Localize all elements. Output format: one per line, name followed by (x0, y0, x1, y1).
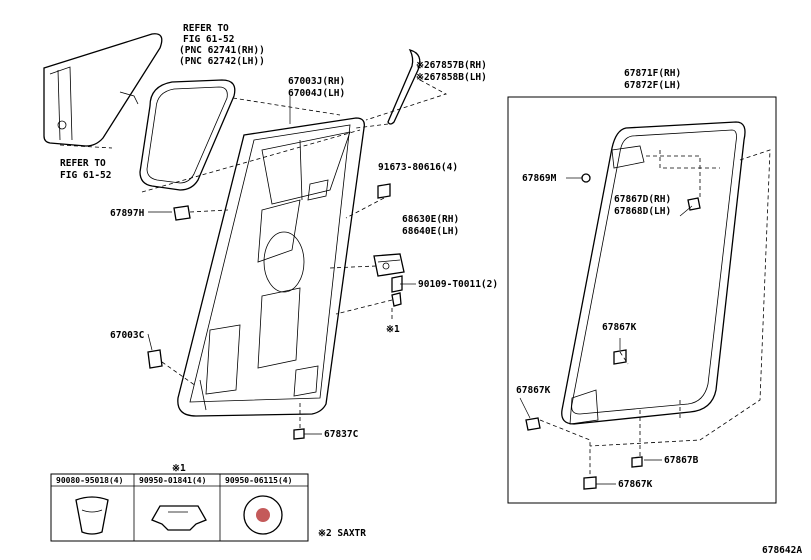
back-door-panel (177, 117, 365, 417)
label-weather-lh: 67872F(LH) (624, 80, 681, 91)
refer-top-line2: FIG 61-52 (183, 34, 234, 45)
table-partno-3: 90950-06115(4) (225, 476, 292, 485)
table-partno-1: 90080-95018(4) (56, 476, 123, 485)
hinge-assembly (373, 253, 405, 307)
clip-67837c-part (293, 428, 305, 440)
clip-67867k-part-a (613, 349, 627, 365)
round-seal-icon (243, 495, 283, 535)
label-hinge-lh: 68640E(LH) (402, 226, 459, 237)
label-screw: 91673-80616(4) (378, 162, 458, 173)
label-molding-lh: ※267858B(LH) (416, 72, 487, 83)
label-67003c: 67003C (110, 330, 145, 341)
table-partno-2: 90950-01841(4) (139, 476, 206, 485)
table-note-mark: ※1 (172, 463, 186, 474)
parts-table: ※1 90080-95018(4) 90950-01841(4) 90950-0… (50, 463, 309, 542)
label-hinge-rh: 68630E(RH) (402, 214, 459, 225)
clip-67869m-part (581, 173, 591, 183)
label-67868d-lh: 67868D(LH) (614, 206, 671, 217)
clip-67867k-part-b (525, 417, 541, 431)
clip-67867d-part (687, 197, 701, 211)
refer-top-line4: (PNC 62742(LH)) (179, 56, 265, 67)
figure-id: 678642A (762, 545, 802, 556)
outer-molding (387, 48, 421, 125)
screw-part (377, 183, 391, 199)
footnote: ※2 SAXTR (318, 528, 366, 539)
clip-67897h-part (173, 205, 191, 221)
refer-top-line3: (PNC 62741(RH)) (179, 45, 265, 56)
refer-bottom-line1: REFER TO (60, 158, 106, 169)
label-67867b: 67867B (664, 455, 699, 466)
cup-plug-icon (75, 496, 109, 535)
label-67867k-c: 67867K (618, 479, 653, 490)
label-door-rh: 67003J(RH) (288, 76, 345, 87)
label-molding-rh: ※267857B(RH) (416, 60, 487, 71)
clip-67003c-part (147, 349, 163, 369)
refer-top-line1: REFER TO (183, 23, 229, 34)
label-door-lh: 67004J(LH) (288, 88, 345, 99)
glass-weatherstrip (139, 79, 236, 191)
label-67897h: 67897H (110, 208, 145, 219)
clip-67867b-part (631, 456, 643, 468)
quarter-glass (43, 33, 163, 147)
door-weatherstrip (561, 121, 746, 425)
weatherstrip-box (507, 96, 777, 504)
label-bolt: 90109-T0011(2) (418, 279, 498, 290)
label-weather-rh: 67871F(RH) (624, 68, 681, 79)
clip-67867k-part-c (583, 476, 597, 490)
label-67867k-b: 67867K (516, 385, 551, 396)
label-note1-mark: ※1 (386, 324, 400, 335)
refer-bottom-line2: FIG 61-52 (60, 170, 111, 181)
label-67867d-rh: 67867D(RH) (614, 194, 671, 205)
label-67837c: 67837C (324, 429, 359, 440)
label-67867k-a: 67867K (602, 322, 637, 333)
label-67869m: 67869M (522, 173, 557, 184)
hat-plug-icon (151, 505, 207, 531)
